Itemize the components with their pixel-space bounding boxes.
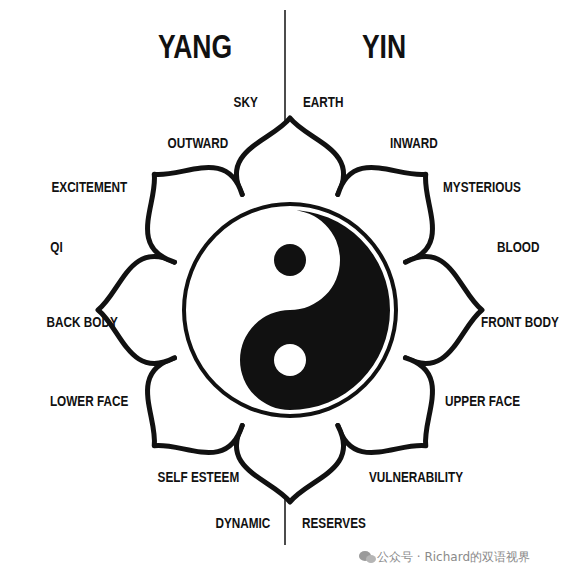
attribute-label: OUTWARD (167, 136, 228, 150)
column-heading: YANG (158, 29, 232, 63)
attribute-label: EXCITEMENT (51, 180, 127, 194)
lotus-petal (406, 256, 483, 363)
attribute-label: DYNAMIC (215, 516, 270, 530)
attribute-label: LOWER FACE (50, 394, 128, 408)
attribute-label: SKY (234, 95, 258, 109)
attribute-label: QI (51, 240, 63, 254)
watermark: 公众号 · Richard的双语视界 (377, 551, 530, 563)
yin-half (240, 210, 390, 410)
attribute-label: MYSTERIOUS (443, 180, 521, 194)
attribute-label: INWARD (390, 136, 438, 150)
yang-dot (274, 344, 306, 376)
lotus-petal (236, 118, 343, 195)
attribute-label: EARTH (303, 95, 344, 109)
attribute-label: RESERVES (302, 516, 366, 530)
attribute-label: BLOOD (497, 240, 539, 254)
lotus-petal (98, 256, 175, 363)
yin-dot (274, 244, 306, 276)
lotus (98, 118, 482, 502)
column-heading: YIN (362, 29, 406, 63)
watermark-icon (359, 551, 376, 563)
attribute-label: VULNERABILITY (369, 470, 463, 484)
yin-yang-ring (184, 204, 396, 416)
yin-yang-symbol (184, 204, 396, 416)
attribute-label: BACK BODY (47, 315, 118, 329)
lotus-petal (236, 426, 343, 503)
attribute-label: FRONT BODY (481, 315, 559, 329)
attribute-label: UPPER FACE (445, 394, 520, 408)
attribute-label: SELF ESTEEM (157, 470, 239, 484)
